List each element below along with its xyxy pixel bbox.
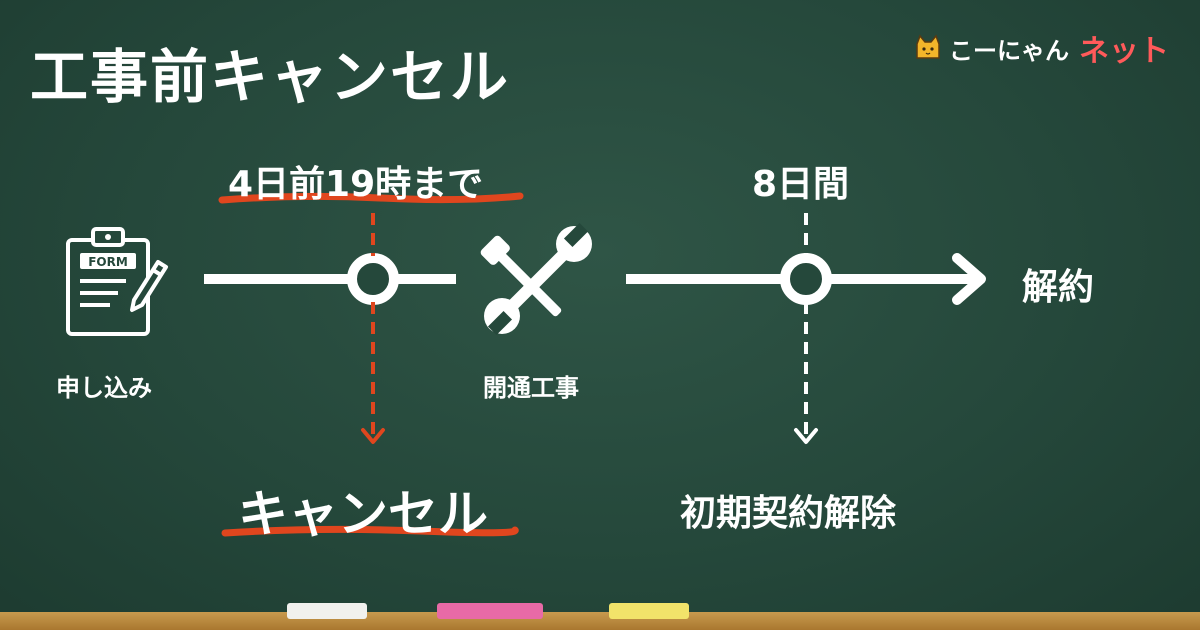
- brand-logo: こーにゃん ネット: [913, 26, 1169, 70]
- deadline-label: 4日前19時まで: [228, 164, 484, 205]
- interval-node: [780, 253, 832, 305]
- logo-accent-text: ネット: [1079, 34, 1169, 69]
- page-title: 工事前キャンセル: [30, 43, 511, 111]
- chalk-pink: [437, 603, 543, 619]
- pen-icon: [130, 260, 168, 312]
- deadline-node: [347, 253, 399, 305]
- arrow-right-icon: [952, 253, 986, 305]
- contract-end-label: 解約: [1022, 267, 1095, 308]
- initial-cancel-label: 初期契約解除: [680, 493, 897, 534]
- construction-label: 開通工事: [483, 374, 579, 402]
- cancel-underline: [221, 525, 519, 537]
- arrow-down-icon: [794, 428, 818, 444]
- form-clipboard-icon: FORM: [66, 227, 150, 336]
- chalk-white: [287, 603, 367, 619]
- apply-label: 申し込み: [56, 374, 152, 402]
- logo-text: こーにゃん: [949, 36, 1069, 65]
- form-icon-text: FORM: [88, 255, 128, 269]
- cancel-label: キャンセル: [238, 485, 488, 543]
- deadline-underline: [218, 192, 524, 204]
- cat-icon: [916, 34, 940, 59]
- chalk-ledge: [0, 612, 1200, 630]
- arrow-down-icon: [361, 428, 385, 444]
- chalk-yellow: [609, 603, 689, 619]
- interval-label: 8日間: [752, 164, 850, 205]
